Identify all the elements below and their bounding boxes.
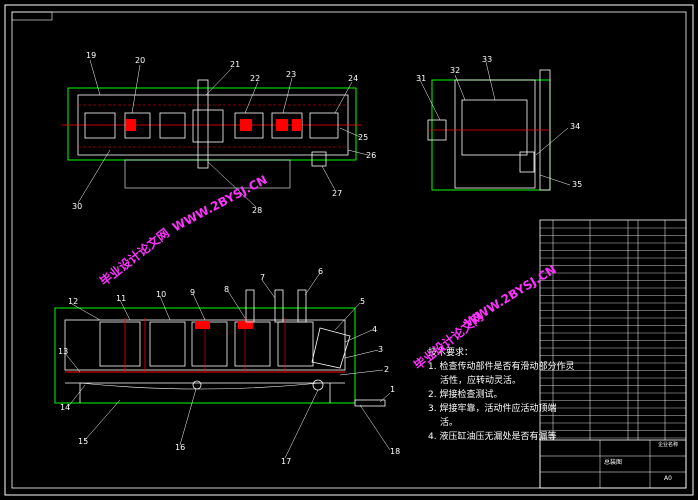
part-label-18: 18 xyxy=(390,447,401,456)
side-view-body xyxy=(461,99,528,156)
floor-pad xyxy=(354,399,386,407)
tech-req-line-1: 1. 检查传动部件是否有滑动部分作灵 xyxy=(428,362,575,372)
heater-2 xyxy=(238,321,253,329)
motor-1 xyxy=(126,119,136,131)
part-label-25: 25 xyxy=(358,133,369,142)
part-label-3: 3 xyxy=(378,345,384,354)
part-label-30: 30 xyxy=(72,202,83,211)
side-view-outline xyxy=(431,79,551,191)
tech-req-line-6: 4. 液压缸油压无漏处是否有漏等 xyxy=(428,432,557,442)
station-box-3 xyxy=(159,112,186,139)
part-label-11: 11 xyxy=(116,294,127,303)
part-label-22: 22 xyxy=(250,74,261,83)
part-label-19: 19 xyxy=(86,51,97,60)
part-label-2: 2 xyxy=(384,365,390,374)
side-view-motor xyxy=(519,151,535,173)
drive-motor xyxy=(311,151,327,167)
tank-1 xyxy=(99,321,141,367)
motor-3 xyxy=(276,119,288,131)
part-label-4: 4 xyxy=(372,325,378,334)
part-label-9: 9 xyxy=(190,288,196,297)
tech-req-title: 技术要求： xyxy=(428,348,474,358)
part-label-10: 10 xyxy=(156,290,167,299)
motor-4 xyxy=(292,119,302,131)
side-view-frame xyxy=(454,79,536,189)
tech-req-line-4: 3. 焊接牢靠，活动件应活动顶端 xyxy=(428,404,557,414)
part-label-15: 15 xyxy=(78,437,89,446)
title-block-sheet: A0 xyxy=(664,475,672,482)
title-block-company: 企业名称 xyxy=(658,442,679,448)
conveyor-sag xyxy=(79,382,321,390)
part-label-33: 33 xyxy=(482,55,493,64)
part-label-26: 26 xyxy=(366,151,377,160)
tech-req-line-3: 2. 焊接检查测试。 xyxy=(428,390,503,400)
parts-list-table xyxy=(539,219,687,489)
station-box-2 xyxy=(124,112,151,139)
roller xyxy=(192,380,202,390)
tank-2 xyxy=(149,321,186,367)
station-box-7 xyxy=(309,112,339,139)
station-box-5 xyxy=(234,112,264,139)
part-label-14: 14 xyxy=(60,403,71,412)
part-label-23: 23 xyxy=(286,70,297,79)
part-label-12: 12 xyxy=(68,297,79,306)
title-block-drawing-name: 总装图 xyxy=(604,459,623,466)
top-view-outline xyxy=(67,87,357,161)
sheet-label-box xyxy=(11,11,53,21)
heater-1 xyxy=(195,321,210,329)
part-label-35: 35 xyxy=(572,180,583,189)
drive-wheel xyxy=(312,379,324,391)
cylinder-2 xyxy=(274,289,284,323)
part-label-20: 20 xyxy=(135,56,146,65)
drawing-inner-frame xyxy=(11,11,687,489)
front-view xyxy=(54,272,391,459)
base-outline xyxy=(124,159,291,189)
tech-req-line-2: 活性，应转动灵活。 xyxy=(440,376,522,386)
side-view xyxy=(419,61,571,191)
title-block xyxy=(539,439,687,489)
part-label-16: 16 xyxy=(175,443,186,452)
part-label-27: 27 xyxy=(332,189,343,198)
part-label-8: 8 xyxy=(224,285,230,294)
tank-5 xyxy=(277,321,314,367)
part-label-21: 21 xyxy=(230,60,241,69)
top-view xyxy=(62,59,369,208)
part-label-6: 6 xyxy=(318,267,324,276)
part-label-24: 24 xyxy=(348,74,359,83)
cross-beam xyxy=(197,79,209,169)
part-label-5: 5 xyxy=(360,297,366,306)
cylinder-1 xyxy=(245,289,255,323)
part-label-28: 28 xyxy=(252,206,263,215)
inclined-chute xyxy=(311,327,351,369)
tech-req-line-5: 活。 xyxy=(440,418,459,428)
part-label-7: 7 xyxy=(260,273,266,282)
station-box-1 xyxy=(84,112,116,139)
part-label-1: 1 xyxy=(390,385,396,394)
part-label-31: 31 xyxy=(416,74,427,83)
part-label-32: 32 xyxy=(450,66,461,75)
part-label-13: 13 xyxy=(58,347,69,356)
side-view-bracket xyxy=(427,119,447,141)
drawing-frame xyxy=(4,4,694,496)
motor-2 xyxy=(240,119,252,131)
part-label-17: 17 xyxy=(281,457,292,466)
part-label-34: 34 xyxy=(570,122,581,131)
cylinder-3 xyxy=(297,289,307,323)
